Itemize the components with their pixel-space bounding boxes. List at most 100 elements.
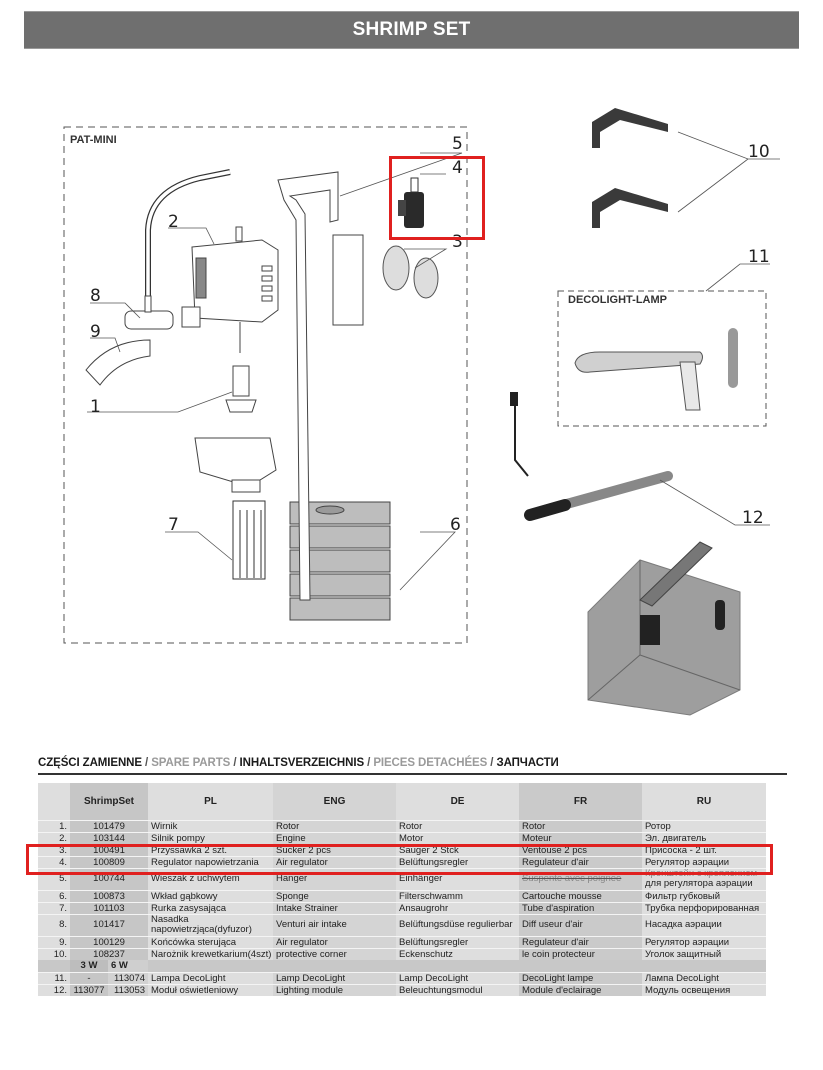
decolight-lamp-icon	[574, 328, 738, 411]
callout-12: 12	[742, 508, 764, 528]
heading-ru: ЗАПЧАСТИ	[496, 757, 559, 769]
name-de: Rotor	[396, 819, 520, 832]
part-code: 103144	[70, 831, 149, 844]
venturi-air-intake-icon	[124, 295, 174, 330]
row-number: 1.	[38, 819, 70, 832]
pat-mini-label: PAT-MINI	[70, 134, 117, 146]
part-code: 101479	[70, 819, 149, 832]
name-de: Belüftungsregler	[396, 855, 520, 868]
name-eng: Lighting module	[273, 983, 397, 996]
name-pl: Silnik pompy	[148, 831, 274, 844]
name-fr: le coin protecteur	[519, 947, 643, 960]
name-ru: Фильтр губковый	[642, 889, 767, 902]
name-de: Belüftungsdüse regulierbar	[396, 913, 520, 936]
callout-11: 11	[748, 247, 770, 267]
name-pl: Rurka zasysająca	[148, 901, 274, 914]
header-eng: ENG	[273, 783, 397, 820]
heading-pl: CZĘŚCI ZAMIENNE	[38, 757, 142, 769]
name-pl: Końcówka sterująca	[148, 935, 274, 948]
lighting-module-icon	[510, 392, 673, 521]
row-number: 7.	[38, 901, 70, 914]
name-eng: Venturi air intake	[273, 913, 397, 936]
name-de: Motor	[396, 831, 520, 844]
protective-corners-icon	[592, 108, 668, 228]
name-eng: Lamp DecoLight	[273, 971, 397, 984]
name-ru: Регулятор аэрации	[642, 935, 767, 948]
rotor-icon	[225, 365, 257, 413]
name-fr: Rotor	[519, 819, 643, 832]
callout-3: 3	[452, 232, 463, 252]
part-code-6w: 113053	[108, 983, 149, 996]
part-code: 101103	[70, 901, 149, 914]
name-fr: DecoLight lampe	[519, 971, 643, 984]
row-number: 8.	[38, 913, 70, 936]
subheader-6w: 6 W	[108, 959, 149, 972]
name-de: Belüftungsregler	[396, 935, 520, 948]
exploded-diagram: PAT-MINI DECOLIGHT-LAMP 1 2 3 4 5 6 7 8 …	[0, 90, 823, 750]
name-pl: Narożnik krewetkarium(4szt)	[148, 947, 274, 960]
name-ru: Эл. двигатель	[642, 831, 767, 844]
name-eng: Air regulator	[273, 855, 397, 868]
callout-9: 9	[90, 322, 101, 342]
highlight-rows-3-4	[26, 844, 773, 875]
name-de: Eckenschutz	[396, 947, 520, 960]
part-code-3w: -	[70, 971, 108, 984]
name-fr: Cartouche mousse	[519, 889, 643, 902]
diagram-drawing	[63, 108, 780, 716]
row-number: 4.	[38, 855, 70, 868]
header-fr: FR	[519, 783, 643, 820]
name-fr: Regulateur d'air	[519, 855, 643, 868]
part-code-3w: 113077	[70, 983, 108, 996]
header-de: DE	[396, 783, 520, 820]
header-shrimpset: ShrimpSet	[70, 783, 149, 820]
part-code-6w: 113074	[108, 971, 149, 984]
highlight-air-regulator	[389, 156, 485, 240]
header-pl: PL	[148, 783, 274, 820]
heading-de: INHALTSVERZEICHNIS	[239, 757, 365, 769]
heading-divider	[38, 773, 787, 775]
name-ru-line2: для регулятора аэрации	[645, 878, 753, 889]
row-number: 9.	[38, 935, 70, 948]
row-number: 12.	[38, 983, 70, 996]
name-pl: Regulator napowietrzania	[148, 855, 274, 868]
name-pl: Moduł oświetleniowy	[148, 983, 274, 996]
name-ru: Ротор	[642, 819, 767, 832]
part-code: 100809	[70, 855, 149, 868]
name-pl: Wirnik	[148, 819, 274, 832]
name-de: Beleuchtungsmodul	[396, 983, 520, 996]
shrimp-aquarium-icon	[587, 541, 741, 716]
subheader-3w: 3 W	[70, 959, 108, 972]
header-ru: RU	[642, 783, 767, 820]
part-code: 101417	[70, 913, 149, 936]
callout-leader-lines	[87, 131, 780, 591]
name-ru: Уголок защитный	[642, 947, 767, 960]
callout-5: 5	[452, 134, 463, 154]
heading-en: SPARE PARTS	[151, 757, 231, 769]
suction-cups-icon	[382, 245, 439, 299]
name-ru: Трубка перфорированная	[642, 901, 767, 914]
title-bar: SHRIMP SET	[24, 11, 799, 49]
air-regulator-icon	[398, 177, 424, 228]
subheader-fill	[148, 959, 767, 972]
name-eng: Rotor	[273, 819, 397, 832]
name-eng: Sponge	[273, 889, 397, 902]
name-fr: Tube d'aspiration	[519, 901, 643, 914]
callout-7: 7	[168, 515, 179, 535]
table-header-row: ShrimpSet PL ENG DE FR RU	[38, 783, 767, 820]
row-number: 2.	[38, 831, 70, 844]
heading-fr: PIECES DETACHÉES	[373, 757, 488, 769]
pump-cover-icon	[194, 437, 277, 485]
parts-heading: CZĘŚCI ZAMIENNE / SPARE PARTS / INHALTSV…	[38, 757, 559, 769]
name-eng: protective corner	[273, 947, 397, 960]
name-pl-line1: Nasadka	[151, 914, 189, 925]
name-ru: Лампа DecoLight	[642, 971, 767, 984]
